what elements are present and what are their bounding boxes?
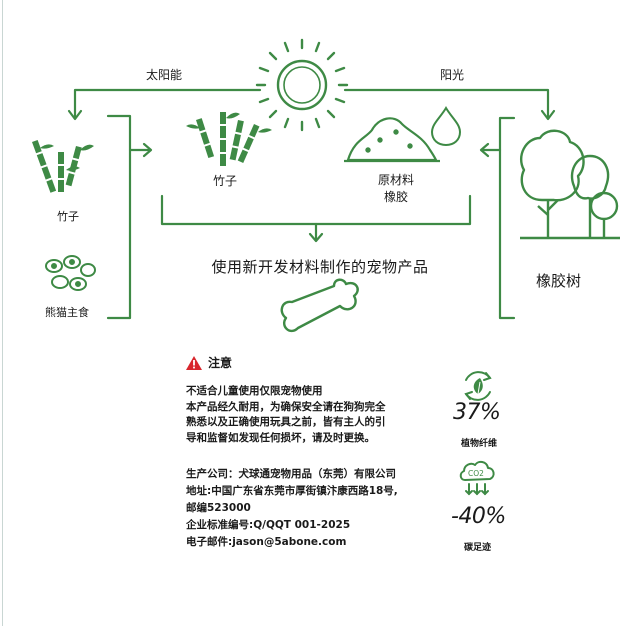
water-drop-icon	[430, 106, 462, 147]
co2-text: CO2	[468, 469, 484, 478]
raw-material-label: 原材料 橡胶	[366, 172, 426, 206]
bracket-left	[106, 114, 132, 320]
bone-icon	[280, 278, 359, 333]
warning-line: 导和监督如发现任何损坏，请及时更换。	[186, 431, 375, 444]
warning-title: 注意	[208, 356, 233, 370]
carbon-stat-value: -40%	[451, 504, 506, 529]
bracket-right	[498, 116, 516, 320]
arrow-solar	[73, 88, 262, 120]
warning-text: 不适合儿童使用仅限宠物使用 本产品经久耐用，为确保安全请在狗狗完全 熟悉以及正确…	[186, 384, 446, 446]
carbon-stat-label: 碳足迹	[464, 543, 492, 553]
company-name: 生产公司：犬球通宠物用品（东莞）有限公司	[186, 468, 396, 480]
arrow-sunlight	[343, 88, 550, 120]
panda-food-label: 熊猫主食	[45, 306, 89, 319]
beans-icon	[45, 255, 96, 291]
rubber-tree-label: 橡胶树	[536, 272, 582, 290]
sunlight-label: 阳光	[440, 68, 465, 82]
trees-icon	[519, 129, 620, 240]
co2-cloud-icon: CO2	[459, 460, 495, 496]
bamboo-center-label: 竹子	[213, 174, 238, 188]
company-address: 地址:中国广东省东莞市厚街镇汴康西路18号,	[186, 485, 398, 497]
sun-icon	[255, 38, 349, 132]
warning-line: 不适合儿童使用仅限宠物使用	[186, 385, 323, 397]
fiber-stat-value: 37%	[453, 400, 501, 425]
company-email: 电子邮件:jason@5abone.com	[186, 536, 347, 548]
warning-line: 本产品经久耐用，为确保安全请在狗狗完全	[186, 400, 386, 413]
recycle-leaf-icon	[464, 371, 492, 401]
solar-label: 太阳能	[146, 68, 183, 82]
soil-pile-icon	[344, 117, 440, 163]
warning-line: 熟悉以及正确使用玩具之前，皆有主人的引	[186, 416, 386, 428]
warning-icon	[186, 355, 202, 370]
warning-heading: 注意	[186, 354, 232, 371]
raw-material-line2: 橡胶	[383, 190, 408, 204]
raw-material-line1: 原材料	[377, 173, 414, 187]
company-standard: 企业标准编号:Q/QQT 001-2025	[186, 519, 351, 531]
main-title: 使用新开发材料制作的宠物产品	[211, 258, 429, 276]
bamboo-icon	[32, 139, 94, 193]
page-edge-line	[2, 0, 3, 626]
fiber-stat-label: 植物纤维	[461, 439, 498, 449]
bamboo-icon	[186, 112, 272, 166]
company-info: 生产公司：犬球通宠物用品（东莞）有限公司 地址:中国广东省东莞市厚街镇汴康西路1…	[186, 466, 448, 551]
company-postcode: 邮编523000	[186, 502, 251, 514]
bamboo-left-label: 竹子	[57, 210, 79, 223]
